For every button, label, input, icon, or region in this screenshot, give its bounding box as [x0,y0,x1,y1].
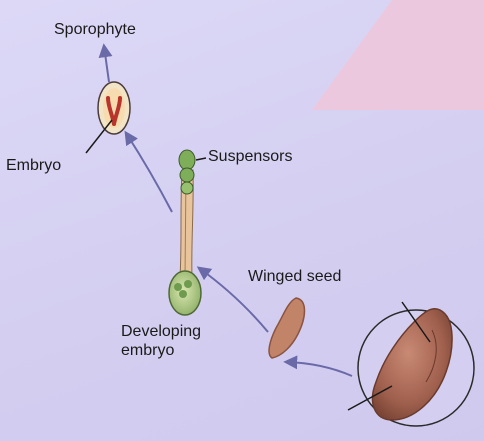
arrow-to-sporophyte [98,43,113,83]
developing-embryo-label-line1: Developing [121,323,202,340]
embryo-label: Embryo [6,157,62,174]
arrow-embryo-to-seed-embryo [124,130,173,213]
winged-seed-icon [268,297,306,359]
corner-panel [312,0,484,110]
seed-embryo-icon [97,81,131,135]
developing-embryo-label-line2: embryo [121,342,175,359]
embryo-pointer [85,119,113,154]
suspensors-label: Suspensors [208,148,293,165]
sporophyte-label: Sporophyte [54,21,136,38]
arrow-seed-to-winged-seed [283,355,353,377]
seed-magnified-icon [347,301,475,427]
developing-embryo-label: Developing embryo [121,322,201,360]
developing-embryo-icon [168,149,202,316]
arrow-winged-seed-to-embryo [196,266,269,333]
suspensors-pointer [195,157,207,161]
winged-seed-label: Winged seed [248,268,342,285]
